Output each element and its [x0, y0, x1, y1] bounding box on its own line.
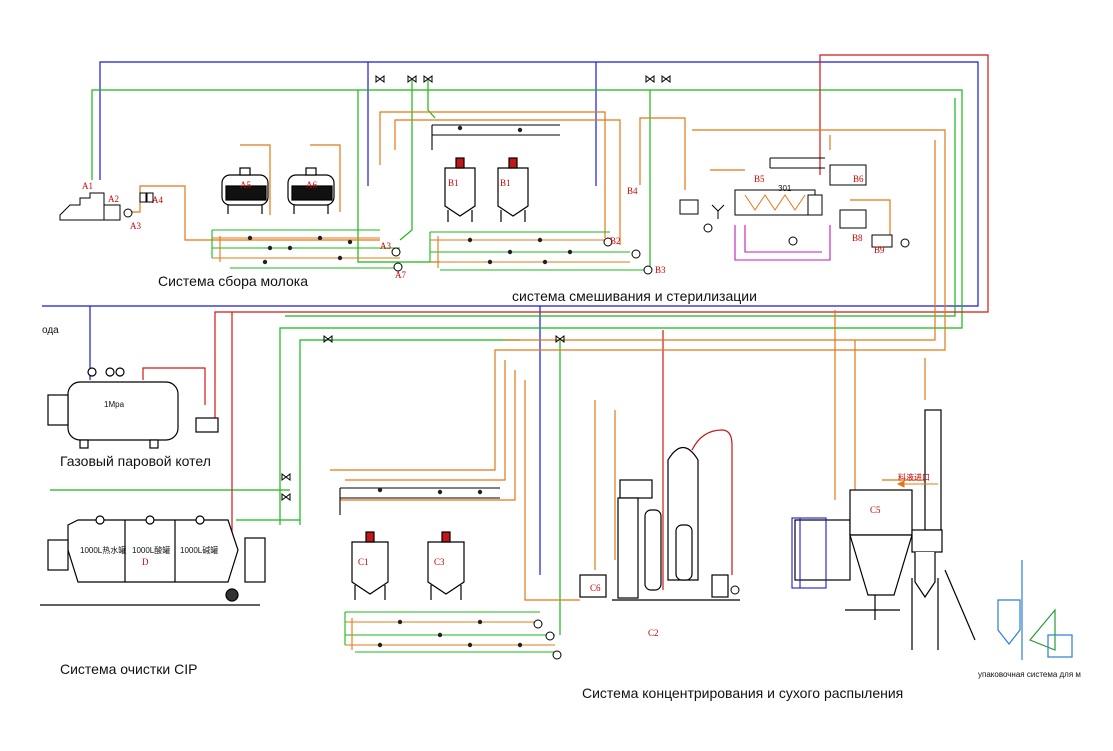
spray-dryer-c5 [794, 409, 976, 650]
tag-a6: A6 [306, 180, 317, 190]
sterilizer-b5 [679, 157, 893, 248]
storage-tank-a5 [221, 167, 269, 214]
concentration-drying-system-label: Система концентрирования и сухого распыл… [582, 685, 904, 701]
cip-tank-3-label: 1000L碱罐 [180, 546, 219, 555]
pumps [123, 208, 910, 660]
tag-c5: C5 [870, 505, 881, 515]
tag-b2: B2 [610, 236, 621, 246]
tag-b1: B1 [448, 178, 459, 188]
tag-c6: C6 [590, 583, 601, 593]
mixing-tank-b1 [444, 157, 476, 222]
cip-system-label: Система очистки CIP [60, 661, 198, 677]
tag-b5: B5 [754, 174, 765, 184]
cip-tank-2-label: 1000L酸罐 [132, 546, 171, 555]
milk-reception-unit-a1 [59, 192, 154, 221]
tag-a3: A3 [130, 221, 141, 231]
blue-water-lines [42, 61, 979, 575]
tag-b1-second: B1 [500, 178, 511, 188]
storage-tank-a6 [287, 167, 335, 214]
tag-a5: A5 [240, 180, 251, 190]
feed-inlet-label: 料液进口 [898, 473, 930, 482]
tag-a3-second: A3 [380, 241, 391, 251]
product-orange-lines [130, 111, 946, 601]
tag-b8: B8 [852, 233, 863, 243]
tag-c3: C3 [434, 557, 445, 567]
packing-machine [997, 560, 1073, 660]
sterilizer-code-label: 301 [778, 184, 792, 193]
green-return-lines [50, 80, 963, 635]
mixing-sterilization-system-label: система смешивания и стерилизации [512, 288, 757, 304]
gas-steam-boiler [47, 367, 219, 449]
cip-tank-unit [40, 515, 266, 606]
tag-a1: A1 [82, 181, 93, 191]
mixing-tank-b1-second [497, 157, 529, 222]
tag-b3: B3 [655, 265, 666, 275]
hot-water-loop [734, 225, 831, 261]
tag-d: D [142, 557, 149, 567]
tag-a7: A7 [395, 270, 406, 280]
concentration-manifold [339, 487, 560, 653]
cip-tank-1-label: 1000L热水罐 [80, 546, 127, 555]
evaporator-c2 [579, 429, 740, 601]
feed-inlet-arrow [896, 480, 938, 488]
mixing-manifold [429, 124, 650, 271]
water-inlet-label: ода [42, 325, 59, 336]
tank-c3 [427, 531, 465, 600]
steam-red-lines [142, 54, 989, 590]
gas-boiler-label: Газовый паровой котел [60, 453, 211, 469]
bowtie-valves [281, 75, 671, 501]
tag-b9: B9 [874, 245, 885, 255]
tag-c2: C2 [648, 628, 659, 638]
tag-a2: A2 [108, 194, 119, 204]
milk-collection-system-label: Система сбора молока [158, 273, 308, 289]
tank-c1 [351, 531, 389, 600]
dryer-platform [791, 517, 827, 589]
milk-collection-manifold [211, 229, 400, 269]
tag-c1: C1 [358, 557, 369, 567]
tag-b6: B6 [853, 174, 864, 184]
boiler-pressure-label: 1Mpa [104, 400, 125, 409]
tag-b4: B4 [627, 186, 638, 196]
tag-a4: A4 [152, 195, 163, 205]
packing-system-label: упаковочная система для м [978, 670, 1081, 679]
valve-markers [247, 125, 573, 648]
